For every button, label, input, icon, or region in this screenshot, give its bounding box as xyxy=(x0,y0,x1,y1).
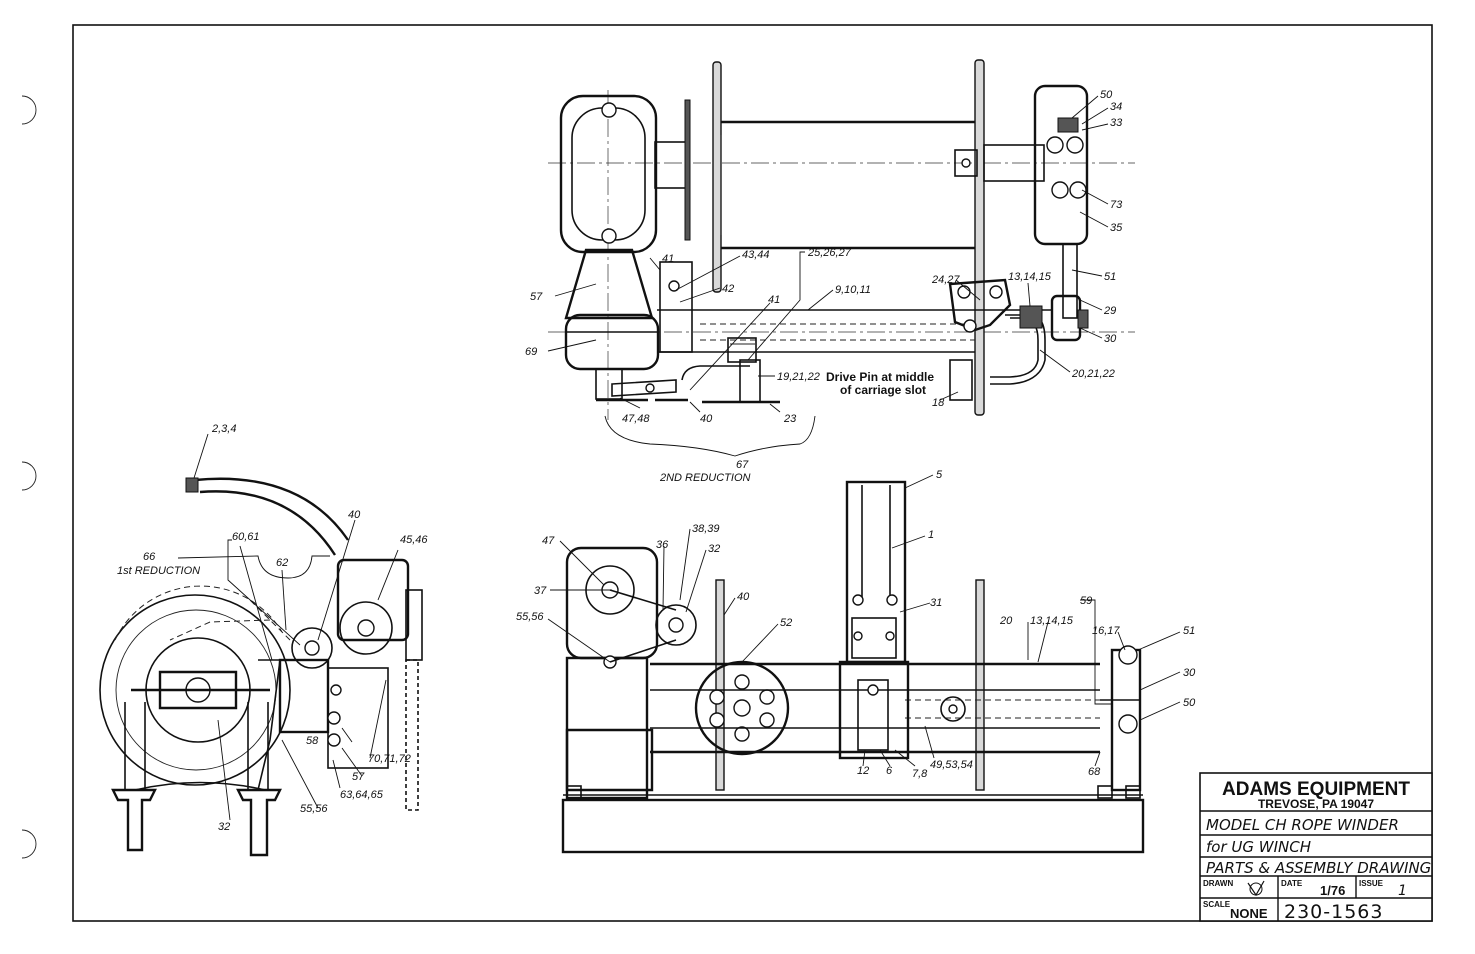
side-view-drawing xyxy=(99,477,423,857)
callout: 47 xyxy=(542,535,555,547)
callout: 34 xyxy=(1110,101,1122,113)
callout: 73 xyxy=(1110,199,1123,211)
callout: 51 xyxy=(1104,271,1116,283)
callout: 70,71,72 xyxy=(368,753,411,765)
callout: 43,44 xyxy=(742,249,770,261)
scale-value: NONE xyxy=(1230,906,1268,921)
callout: 20 xyxy=(999,615,1013,627)
callout: 31 xyxy=(930,597,942,609)
callout: 45,46 xyxy=(400,534,428,546)
callout: 25,26,27 xyxy=(807,247,852,259)
callout: 7,8 xyxy=(912,768,928,780)
callout: 16,17 xyxy=(1092,625,1120,637)
callout: 20,21,22 xyxy=(1071,368,1115,380)
callout: 30 xyxy=(1183,667,1196,679)
company-name: ADAMS EQUIPMENT xyxy=(1222,779,1410,800)
callout: 57 xyxy=(530,291,543,303)
callout: 42 xyxy=(722,283,734,295)
callout: 5 xyxy=(936,469,943,481)
callout: 1 xyxy=(928,529,934,541)
callout: 13,14,15 xyxy=(1030,615,1074,627)
callout: 29 xyxy=(1103,305,1116,317)
callout: 58 xyxy=(306,735,319,747)
callout: 18 xyxy=(932,397,945,409)
callout: 40 xyxy=(348,509,361,521)
callout: 32 xyxy=(218,821,230,833)
callout: 59 xyxy=(1080,595,1092,607)
callout: 23 xyxy=(783,413,797,425)
callout: 50 xyxy=(1100,89,1113,101)
callout: 69 xyxy=(525,346,537,358)
callout: 35 xyxy=(1110,222,1123,234)
callout: 24,27 xyxy=(931,274,960,286)
callout: 13,14,15 xyxy=(1008,271,1052,283)
callout: 32 xyxy=(708,543,720,555)
drawing-type: PARTS & ASSEMBLY DRAWING xyxy=(1206,859,1431,877)
callout: 37 xyxy=(534,585,547,597)
drawn-label: DRAWN xyxy=(1203,879,1233,888)
callout: 41 xyxy=(768,294,780,306)
callouts-side-view: 2,3,4 40 60,61 45,46 66 62 58 57 70,71,7… xyxy=(143,423,428,833)
callout: 19,21,22 xyxy=(777,371,820,383)
front-view-drawing xyxy=(561,480,1145,854)
company-location: TREVOSE, PA 19047 xyxy=(1258,797,1374,811)
callout: 30 xyxy=(1104,333,1117,345)
callout: 57 xyxy=(352,771,365,783)
drawing-border xyxy=(72,24,1433,922)
drafter-initials-mark xyxy=(1247,880,1265,897)
callout: 41 xyxy=(662,253,674,265)
callout: 9,10,11 xyxy=(835,284,871,296)
issue-label: ISSUE xyxy=(1359,879,1384,888)
callout: 47,48 xyxy=(622,413,650,425)
callout: 2,3,4 xyxy=(211,423,236,435)
issue-value: 1 xyxy=(1398,883,1407,899)
callout: 6 xyxy=(886,765,893,777)
callout: 68 xyxy=(1088,766,1101,778)
callout: 52 xyxy=(780,617,792,629)
callouts-top-view: 50 34 33 73 35 51 29 30 20,21,22 13,14,1… xyxy=(525,89,1123,471)
drawing-number: 230-1563 xyxy=(1284,901,1383,923)
second-reduction-label: 2ND REDUCTION xyxy=(659,472,751,484)
date-value: 1/76 xyxy=(1320,883,1345,898)
date-label: DATE xyxy=(1281,879,1303,888)
binder-holes xyxy=(21,95,37,859)
callout: 66 xyxy=(143,551,156,563)
callout: 38,39 xyxy=(692,523,720,535)
callout: 40 xyxy=(737,591,750,603)
model-application: for UG WINCH xyxy=(1206,838,1311,856)
callout: 49,53,54 xyxy=(930,759,973,771)
callout: 50 xyxy=(1183,697,1196,709)
callout: 33 xyxy=(1110,117,1123,129)
scale-label: SCALE xyxy=(1203,900,1231,909)
drive-pin-note-line1: Drive Pin at middle xyxy=(826,370,934,384)
callouts-front-view: 5 1 47 38,39 36 32 40 37 55,56 52 31 20 … xyxy=(516,469,1196,780)
top-view-drawing xyxy=(548,59,1135,420)
drive-pin-note-line2: of carriage slot xyxy=(840,383,926,397)
callout: 36 xyxy=(656,539,669,551)
callout: 51 xyxy=(1183,625,1195,637)
callout: 62 xyxy=(276,557,288,569)
callout: 63,64,65 xyxy=(340,789,384,801)
callout: 67 xyxy=(736,459,749,471)
callout: 60,61 xyxy=(232,531,260,543)
leader-lines xyxy=(177,95,1181,821)
first-reduction-label: 1st REDUCTION xyxy=(117,565,200,577)
callout: 55,56 xyxy=(516,611,544,623)
model-name: MODEL CH ROPE WINDER xyxy=(1206,816,1399,834)
callout: 40 xyxy=(700,413,713,425)
callout: 12 xyxy=(857,765,869,777)
callout: 55,56 xyxy=(300,803,328,815)
title-block: ADAMS EQUIPMENT TREVOSE, PA 19047 MODEL … xyxy=(1199,772,1433,923)
